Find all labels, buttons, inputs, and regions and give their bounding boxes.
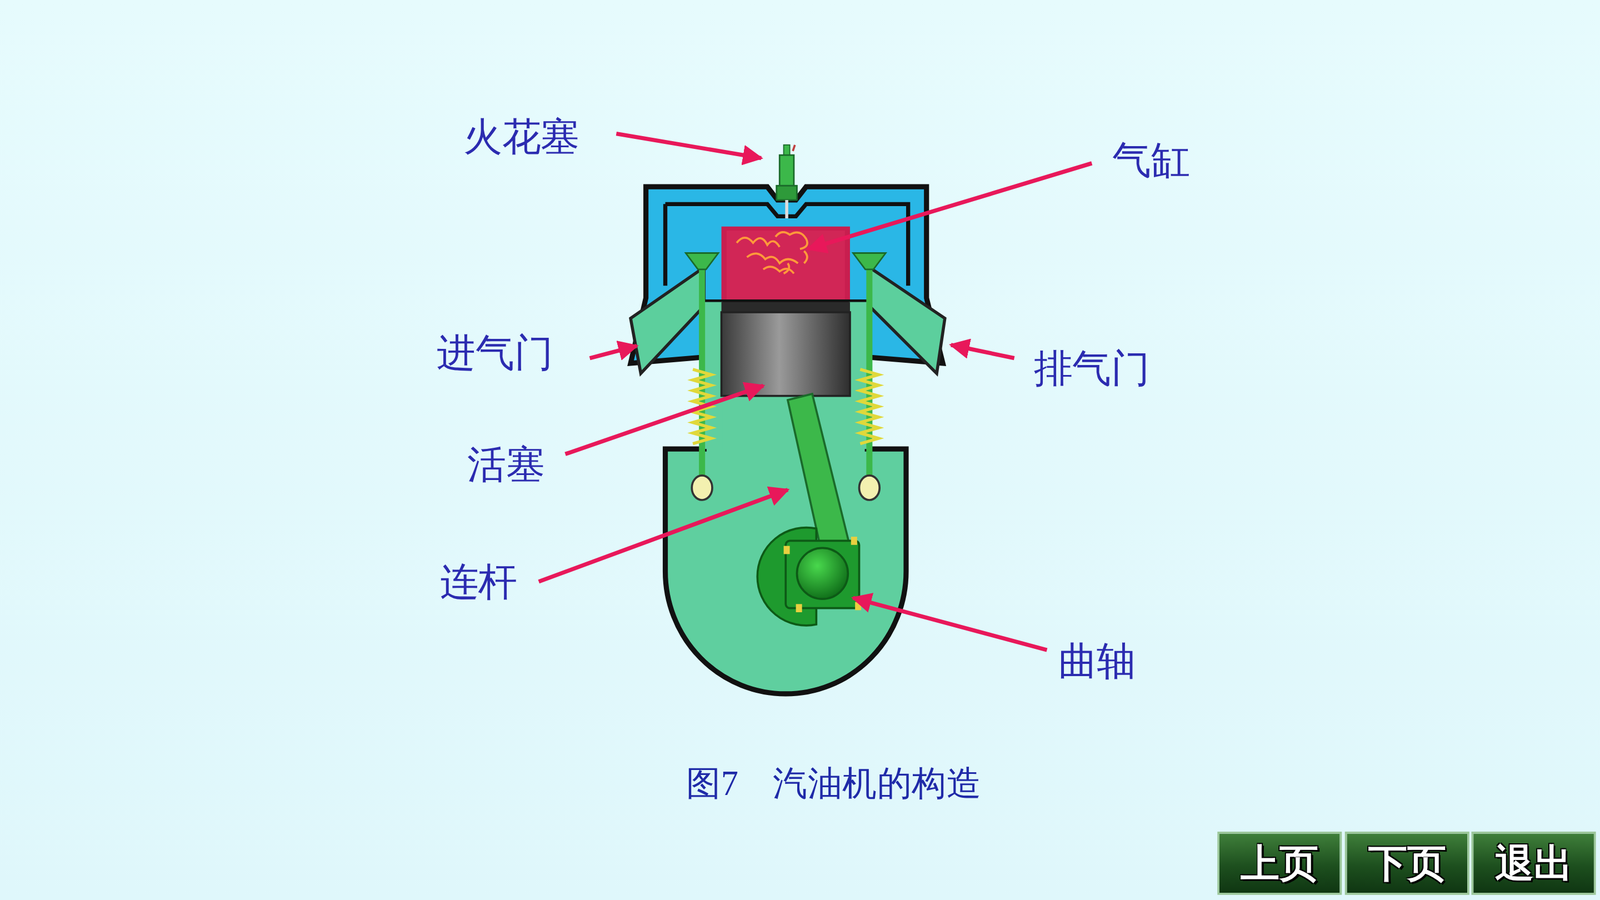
button-text: 上页	[1240, 843, 1319, 883]
valve-spring	[860, 369, 879, 444]
part-label: 气缸	[1112, 140, 1190, 183]
intake-port	[630, 267, 704, 374]
crankshaft	[796, 547, 848, 599]
piston-ring	[721, 302, 850, 313]
part-label: 连杆	[440, 561, 518, 604]
leader-line	[538, 133, 1092, 650]
nav-button: 下页	[1345, 831, 1470, 895]
button-text: 下页	[1368, 843, 1447, 883]
figure-caption: 图7 汽油机的构造	[686, 764, 982, 803]
intake-valve	[685, 253, 719, 500]
spark-plug	[776, 145, 798, 219]
part-label: 进气门	[436, 332, 553, 376]
part-label: 活塞	[467, 443, 545, 487]
exhaust-port	[869, 267, 945, 374]
button-text: 退出	[1495, 843, 1573, 883]
nav-button: 上页	[1217, 831, 1342, 895]
piston	[721, 312, 850, 397]
nav-button: 退出	[1471, 831, 1597, 895]
part-label: 火花塞	[463, 116, 580, 160]
part-label: 排气门	[1033, 347, 1150, 391]
combustion-chamber	[721, 226, 850, 307]
exhaust-valve	[852, 253, 886, 500]
part-label: 曲轴	[1058, 641, 1137, 684]
valve-spring	[692, 369, 879, 444]
